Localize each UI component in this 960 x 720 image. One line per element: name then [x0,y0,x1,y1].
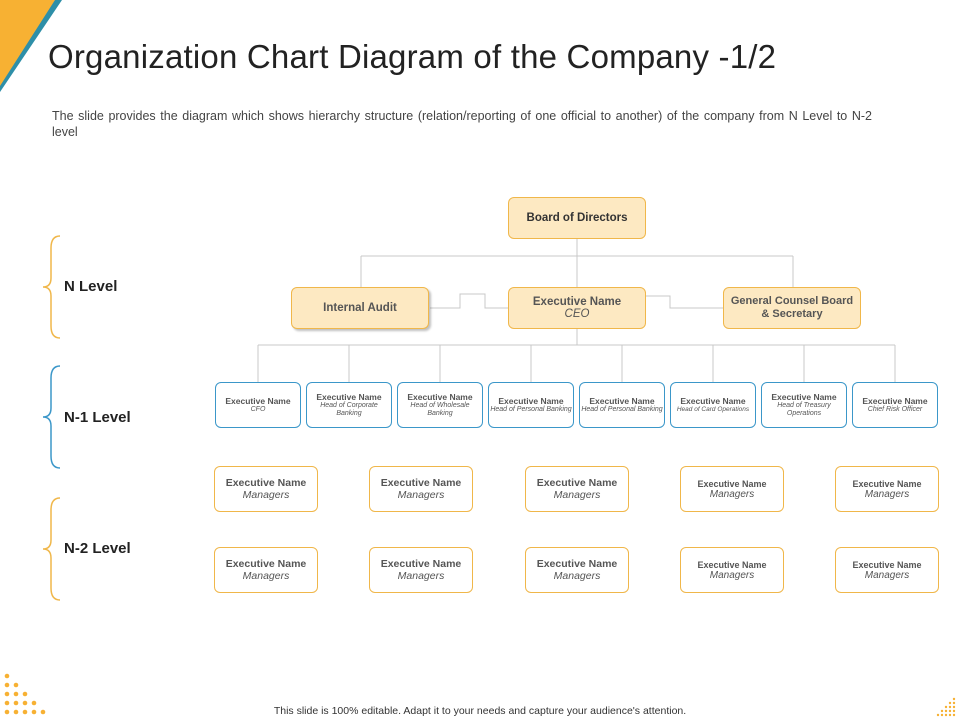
n2-role: Managers [709,569,755,581]
dot-pattern-left [4,673,46,715]
dot-pattern-right [936,697,956,717]
ceo-role: CEO [564,308,590,320]
n2-manager-box: Executive Name Managers [214,547,318,593]
n1-box-personal-banking: Executive Name Head of Personal Banking [488,382,574,428]
n2-name: Executive Name [697,478,767,489]
corner-decoration [0,0,62,92]
n1-box-card-operations: Executive Name Head of Card Operations [670,382,756,428]
level-label-n: N Level [64,278,118,295]
ceo-name: Executive Name [532,296,622,308]
n1-name: Executive Name [589,396,655,406]
n2-name: Executive Name [697,559,767,570]
n1-role: CFO [250,406,266,413]
n1-name: Executive Name [771,392,837,402]
n2-name: Executive Name [536,477,618,489]
n2-name: Executive Name [380,558,462,570]
n1-box-chief-risk-officer: Executive Name Chief Risk Officer [852,382,938,428]
n2-role: Managers [242,570,290,582]
page-title: Organization Chart Diagram of the Compan… [48,38,777,75]
n2-role: Managers [397,570,445,582]
n2-role: Managers [553,489,601,501]
page-subtitle: The slide provides the diagram which sho… [52,109,872,139]
n1-name: Executive Name [862,396,928,406]
n1-box-cfo: Executive Name CFO [215,382,301,428]
audit-label: Internal Audit [323,302,397,314]
n2-name: Executive Name [852,478,922,489]
n2-role: Managers [242,489,290,501]
counsel-label: General Counsel Board & Secretary [730,295,854,320]
n2-manager-box: Executive Name Managers [525,547,629,593]
n1-role: Chief Risk Officer [867,406,923,413]
n2-name: Executive Name [225,558,307,570]
footer-note: This slide is 100% editable. Adapt it to… [273,705,687,717]
n1-name: Executive Name [680,396,746,406]
general-counsel-box: General Counsel Board & Secretary [723,287,861,329]
n2-name: Executive Name [225,477,307,489]
n2-role: Managers [864,488,910,500]
n2-manager-box: Executive Name Managers [214,466,318,512]
n2-manager-box: Executive Name Managers [680,466,784,512]
brace-n-level [42,235,61,339]
n1-box-treasury-operations: Executive Name Head of Treasury Operatio… [761,382,847,428]
level-label-n2: N-2 Level [64,540,131,557]
n2-role: Managers [709,488,755,500]
n1-name: Executive Name [225,396,291,406]
level-label-n1: N-1 Level [64,409,131,426]
n1-role: Head of Personal Banking [581,406,663,413]
n2-manager-box: Executive Name Managers [369,466,473,512]
brace-n2-level [42,497,61,601]
n2-role: Managers [553,570,601,582]
n2-name: Executive Name [380,477,462,489]
n2-manager-box: Executive Name Managers [525,466,629,512]
n1-role: Head of Corporate Banking [320,402,378,417]
n2-role: Managers [864,569,910,581]
n2-manager-box: Executive Name Managers [680,547,784,593]
n1-name: Executive Name [498,396,564,406]
n1-role: Head of Treasury Operations [777,402,831,417]
n2-manager-box: Executive Name Managers [835,466,939,512]
n1-role: Head of Wholesale Banking [410,402,470,417]
board-label: Board of Directors [526,212,628,224]
n1-box-wholesale-banking: Executive Name Head of Wholesale Banking [397,382,483,428]
n1-box-corporate-banking: Executive Name Head of Corporate Banking [306,382,392,428]
n2-manager-box: Executive Name Managers [369,547,473,593]
ceo-box: Executive Name CEO [508,287,646,329]
board-of-directors-box: Board of Directors [508,197,646,239]
n2-name: Executive Name [536,558,618,570]
n2-name: Executive Name [852,559,922,570]
n1-role: Head of Personal Banking [490,406,572,413]
n2-role: Managers [397,489,445,501]
n1-name: Executive Name [407,392,473,402]
internal-audit-box: Internal Audit [291,287,429,329]
n1-role: Head of Card Operations [676,406,750,413]
n2-manager-box: Executive Name Managers [835,547,939,593]
n1-box-personal-banking-2: Executive Name Head of Personal Banking [579,382,665,428]
brace-n1-level [42,365,61,469]
n1-name: Executive Name [316,392,382,402]
